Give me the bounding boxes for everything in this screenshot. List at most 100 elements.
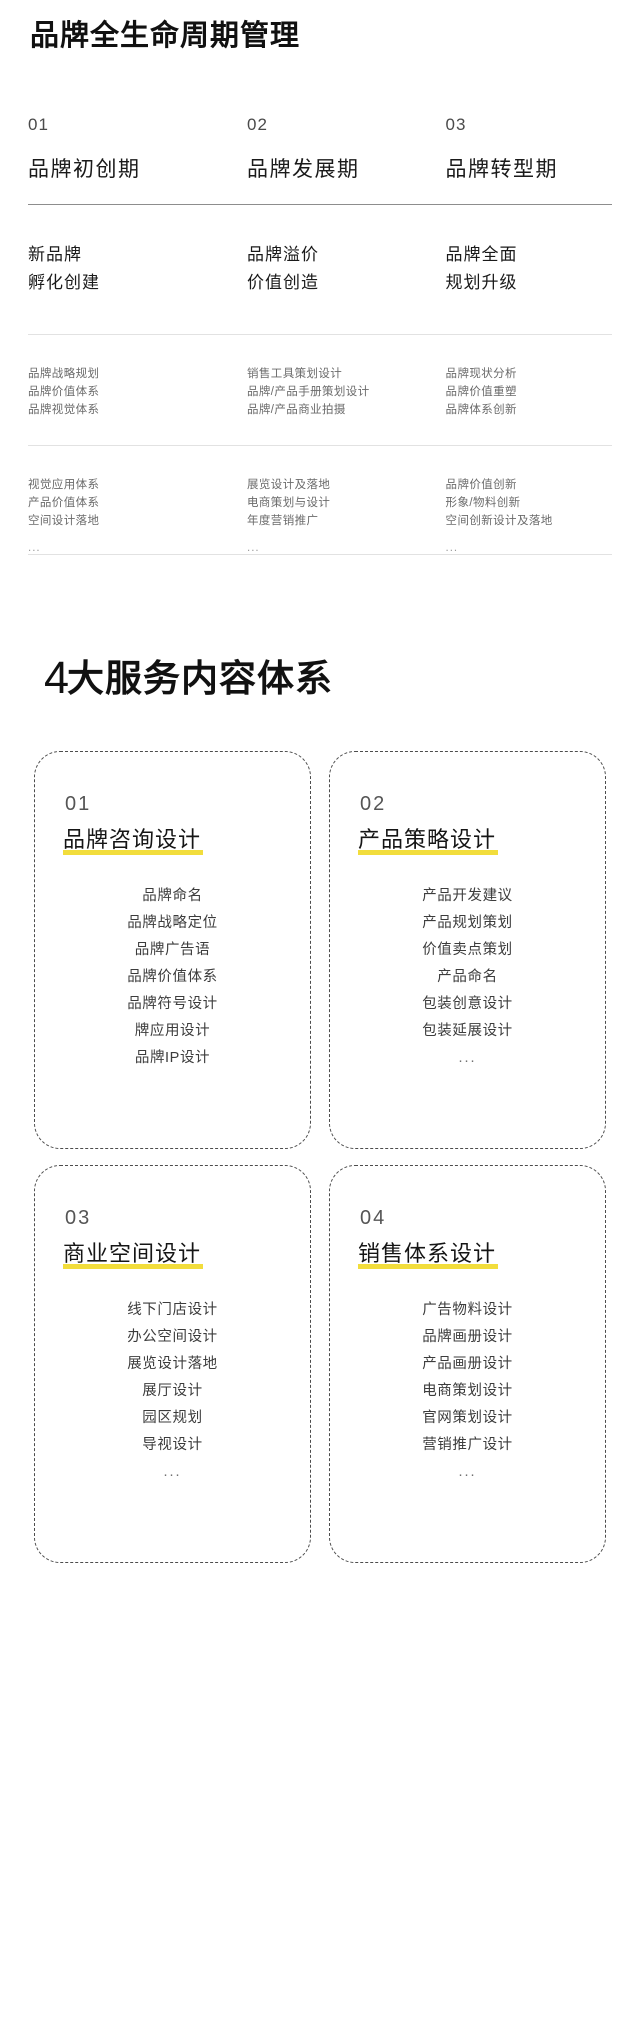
card-list-item: 品牌价值体系 bbox=[127, 969, 218, 986]
card-list-item: 线下门店设计 bbox=[127, 1302, 218, 1319]
card-list-item: 官网策划设计 bbox=[422, 1410, 513, 1427]
spacer bbox=[28, 296, 612, 334]
card-list-item: ... bbox=[163, 1464, 182, 1481]
service-card-02[interactable]: 02 产品策略设计 产品开发建议 产品规划策划 价值卖点策划 产品命名 包装创意… bbox=[329, 750, 606, 1149]
list-cell-2: 展览设计及落地 电商策划与设计 年度营销推广 ... bbox=[247, 476, 446, 554]
phase-name: 品牌初创期 bbox=[28, 158, 141, 182]
phase-column-1: 01 品牌初创期 bbox=[28, 116, 247, 182]
phase-name: 品牌转型期 bbox=[445, 158, 559, 182]
card-list-item: 办公空间设计 bbox=[127, 1329, 218, 1346]
list-ellipsis: ... bbox=[247, 541, 260, 554]
list-item: 品牌战略规划 bbox=[28, 367, 100, 380]
list-cell-1: 品牌战略规划 品牌价值体系 品牌视觉体系 bbox=[28, 365, 247, 445]
card-list-item: 电商策划设计 bbox=[422, 1383, 513, 1400]
service-card-grid: 01 品牌咨询设计 品牌命名 品牌战略定位 品牌广告语 品牌价值体系 品牌符号设… bbox=[28, 750, 612, 1563]
list-item: 产品价值体系 bbox=[28, 496, 100, 509]
service-card-03[interactable]: 03 商业空间设计 线下门店设计 办公空间设计 展览设计落地 展厅设计 园区规划… bbox=[34, 1164, 311, 1563]
list-item: 年度营销推广 bbox=[247, 514, 319, 527]
page-title: 品牌全生命周期管理 bbox=[30, 20, 301, 52]
list-item: 销售工具策划设计 bbox=[247, 367, 343, 380]
card-list-item: 产品命名 bbox=[437, 969, 498, 986]
list-ellipsis: ... bbox=[445, 541, 459, 554]
card-list-item: 价值卖点策划 bbox=[422, 942, 513, 959]
card-list-item: 展览设计落地 bbox=[127, 1356, 218, 1373]
divider-light-3 bbox=[28, 553, 612, 555]
list-item: 空间创新设计及落地 bbox=[445, 514, 553, 527]
service-list-row-a: 品牌战略规划 品牌价值体系 品牌视觉体系 销售工具策划设计 品牌/产品手册策划设… bbox=[28, 335, 612, 445]
card-title: 销售体系设计 bbox=[358, 1240, 497, 1266]
services-section: 4大服务内容体系 01 品牌咨询设计 品牌命名 品牌战略定位 品牌广告语 品牌价… bbox=[0, 651, 640, 1563]
list-a: 品牌战略规划 品牌价值体系 品牌视觉体系 bbox=[28, 365, 237, 445]
list-item: 品牌视觉体系 bbox=[28, 403, 100, 416]
card-list-item: 品牌IP设计 bbox=[134, 1050, 211, 1067]
headline-text: 品牌全面 规划升级 bbox=[445, 245, 518, 292]
card-list-item: 营销推广设计 bbox=[422, 1437, 513, 1454]
card-list-item: 广告物料设计 bbox=[422, 1302, 513, 1319]
headline-cell-2: 品牌溢价 价值创造 bbox=[247, 241, 446, 295]
list-a: 品牌现状分析 品牌价值重塑 品牌体系创新 bbox=[446, 365, 602, 445]
headline-row: 新品牌 孵化创建 品牌溢价 价值创造 品牌全面 规划升级 bbox=[28, 241, 612, 295]
divider-light-1 bbox=[28, 333, 612, 335]
list-item: 品牌价值创新 bbox=[445, 478, 517, 491]
list-item: 展览设计及落地 bbox=[247, 478, 331, 491]
card-list-item: 导视设计 bbox=[142, 1437, 203, 1454]
headline-cell-3: 品牌全面 规划升级 bbox=[446, 241, 612, 295]
card-list-item: 展厅设计 bbox=[142, 1383, 203, 1400]
card-title-wrap: 品牌咨询设计 bbox=[61, 826, 204, 856]
list-item: 空间设计落地 bbox=[28, 514, 100, 527]
list-item: 电商策划与设计 bbox=[247, 496, 331, 509]
headline-text: 新品牌 孵化创建 bbox=[28, 245, 100, 292]
title-underline-highlight bbox=[63, 850, 204, 856]
list-item: 视觉应用体系 bbox=[28, 478, 100, 491]
card-list-item: 品牌符号设计 bbox=[127, 996, 218, 1013]
list-item: 形象/物料创新 bbox=[445, 496, 521, 509]
service-card-01[interactable]: 01 品牌咨询设计 品牌命名 品牌战略定位 品牌广告语 品牌价值体系 品牌符号设… bbox=[34, 750, 311, 1149]
card-title: 产品策略设计 bbox=[358, 826, 497, 852]
card-list-item: ... bbox=[458, 1464, 477, 1481]
card-list-item: 品牌广告语 bbox=[134, 942, 211, 959]
list-cell-2: 销售工具策划设计 品牌/产品手册策划设计 品牌/产品商业拍摄 bbox=[247, 365, 446, 445]
card-title-wrap: 销售体系设计 bbox=[356, 1240, 499, 1270]
lifecycle-section: 品牌全生命周期管理 01 品牌初创期 02 品牌发展期 03 品牌转型期 新品牌… bbox=[0, 0, 640, 555]
card-number: 02 bbox=[360, 792, 387, 815]
list-cell-3: 品牌价值创新 形象/物料创新 空间创新设计及落地 ... bbox=[446, 476, 612, 554]
card-list-item: 包装延展设计 bbox=[422, 1023, 513, 1040]
card-list-item: 产品规划策划 bbox=[422, 915, 513, 932]
list-b: 视觉应用体系 产品价值体系 空间设计落地 bbox=[28, 476, 237, 542]
card-list-item: 品牌战略定位 bbox=[127, 915, 218, 932]
headline-text: 品牌溢价 价值创造 bbox=[247, 245, 319, 292]
card-number: 03 bbox=[65, 1206, 92, 1229]
card-title-wrap: 商业空间设计 bbox=[61, 1240, 204, 1270]
list-ellipsis: ... bbox=[28, 541, 41, 554]
list-item: 品牌价值体系 bbox=[28, 385, 100, 398]
card-list-item: 产品画册设计 bbox=[422, 1356, 513, 1373]
card-list-item: ... bbox=[458, 1050, 477, 1067]
list-b: 品牌价值创新 形象/物料创新 空间创新设计及落地 bbox=[446, 476, 602, 542]
card-title-wrap: 产品策略设计 bbox=[356, 826, 499, 856]
card-item-list: 产品开发建议 产品规划策划 价值卖点策划 产品命名 包装创意设计 包装延展设计 … bbox=[346, 883, 589, 1072]
list-item: 品牌价值重塑 bbox=[445, 385, 517, 398]
divider-strong bbox=[28, 204, 612, 206]
card-number: 04 bbox=[360, 1206, 387, 1229]
phase-number: 01 bbox=[28, 115, 49, 135]
list-item: 品牌/产品手册策划设计 bbox=[247, 385, 370, 398]
list-item: 品牌体系创新 bbox=[445, 403, 517, 416]
title-underline-highlight bbox=[63, 1264, 204, 1270]
list-cell-3: 品牌现状分析 品牌价值重塑 品牌体系创新 bbox=[446, 365, 612, 445]
list-b: 展览设计及落地 电商策划与设计 年度营销推广 bbox=[247, 476, 436, 542]
card-title: 商业空间设计 bbox=[63, 1240, 202, 1266]
card-number: 01 bbox=[65, 792, 92, 815]
service-card-04[interactable]: 04 销售体系设计 广告物料设计 品牌画册设计 产品画册设计 电商策划设计 官网… bbox=[329, 1164, 606, 1563]
list-cell-1: 视觉应用体系 产品价值体系 空间设计落地 ... bbox=[28, 476, 247, 554]
card-list-item: 产品开发建议 bbox=[422, 888, 513, 905]
phase-column-3: 03 品牌转型期 bbox=[446, 116, 612, 182]
card-list-item: 园区规划 bbox=[142, 1410, 203, 1427]
list-item: 品牌/产品商业拍摄 bbox=[247, 403, 346, 416]
phase-name: 品牌发展期 bbox=[247, 158, 360, 182]
services-title-number: 4 bbox=[44, 651, 69, 703]
card-item-list: 线下门店设计 办公空间设计 展览设计落地 展厅设计 园区规划 导视设计 ... bbox=[51, 1297, 294, 1486]
card-list-item: 品牌命名 bbox=[142, 888, 203, 905]
title-underline-highlight bbox=[358, 1264, 499, 1270]
service-list-row-b: 视觉应用体系 产品价值体系 空间设计落地 ... 展览设计及落地 电商策划与设计… bbox=[28, 446, 612, 554]
